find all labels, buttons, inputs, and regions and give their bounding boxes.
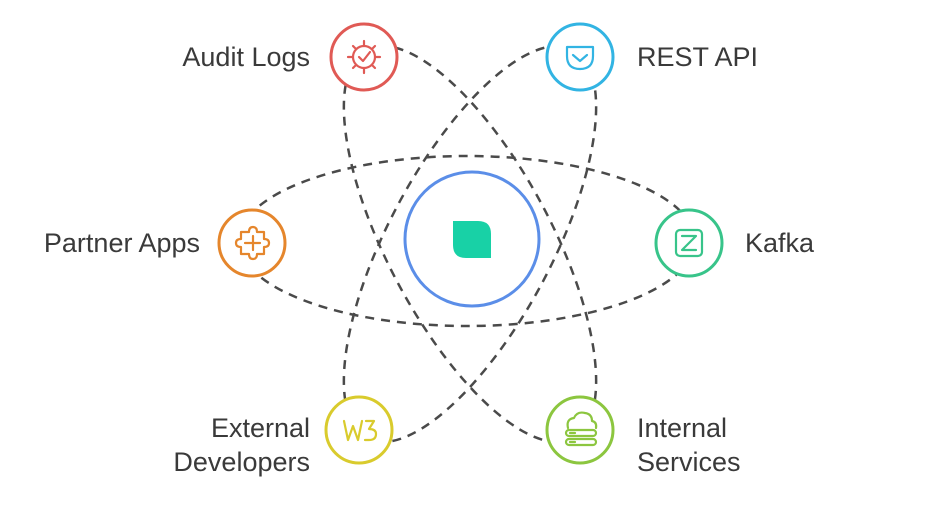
gear-check-icon — [346, 39, 382, 75]
node-partner-apps[interactable] — [217, 208, 287, 278]
internal-services-label-line2: Services — [637, 447, 741, 477]
node-audit-logs[interactable] — [329, 22, 399, 92]
zendesk-icon — [674, 228, 704, 258]
internal-services-label-line1: Internal — [637, 413, 728, 443]
cloud-server-icon — [564, 411, 598, 447]
rest-api-circle — [545, 22, 615, 92]
w3-icon — [342, 419, 378, 442]
external-developers-label-line1: External — [210, 413, 310, 443]
external-developers-label-line2: Developers — [173, 447, 310, 477]
node-external-developers[interactable] — [324, 395, 394, 465]
external-developers-label: External Developers — [173, 411, 310, 479]
rest-api-label: REST API — [637, 42, 759, 72]
pocket-icon — [565, 45, 595, 71]
partner-apps-label: Partner Apps — [43, 228, 200, 258]
node-kafka[interactable] — [654, 208, 724, 278]
audit-logs-label: Audit Logs — [182, 42, 310, 72]
center-node — [403, 170, 541, 308]
puzzle-icon — [234, 225, 271, 261]
kafka-label: Kafka — [745, 228, 815, 258]
node-internal-services[interactable] — [545, 395, 615, 465]
node-rest-api[interactable] — [545, 22, 615, 92]
audit-logs-circle — [329, 22, 399, 92]
leaf-icon — [453, 221, 491, 258]
internal-services-label: Internal Services — [637, 411, 741, 479]
